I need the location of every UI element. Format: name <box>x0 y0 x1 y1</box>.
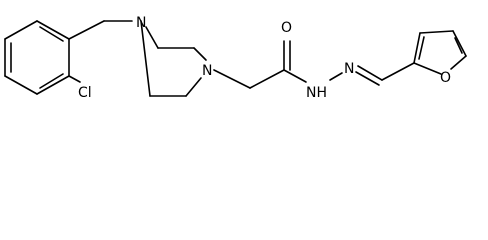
hydrazone-n-label: N <box>344 61 354 77</box>
benzyl-linker <box>68 20 133 40</box>
furan-oxygen-label: O <box>440 70 451 86</box>
imine-double-bond <box>355 65 383 86</box>
molecule-structure: Cl N N O NH N <box>4 15 467 101</box>
carbonyl-oxygen-label: O <box>281 20 292 36</box>
c-cl-bond <box>68 75 81 83</box>
n-n-bond <box>329 72 343 81</box>
furan-ring <box>413 30 467 75</box>
benzene-ring <box>4 20 70 95</box>
c-nh-bond <box>283 69 307 83</box>
piperazine-n1-label: N <box>136 15 146 31</box>
piperazine-n4-label: N <box>202 63 212 79</box>
ch-furan-bond <box>381 62 415 81</box>
acetyl-linker <box>213 40 291 89</box>
hydrazide-nh-label: NH <box>306 85 327 101</box>
piperazine-ring <box>140 20 207 97</box>
chlorine-label: Cl <box>78 85 92 101</box>
